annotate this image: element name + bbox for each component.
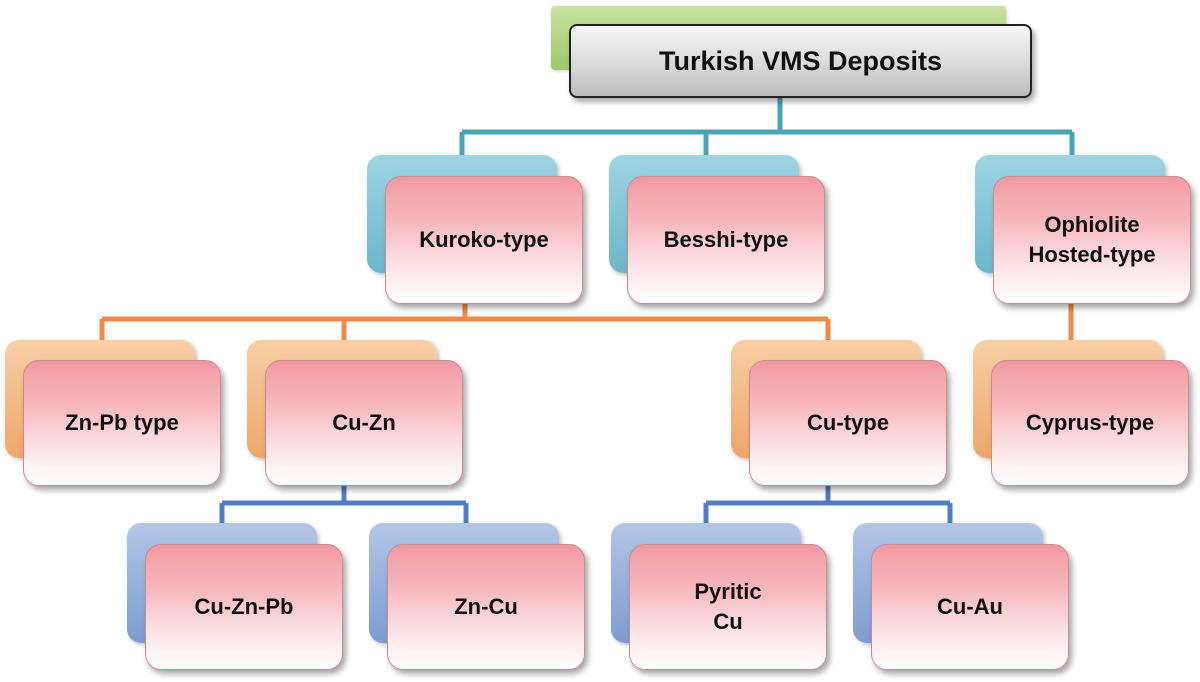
node-label-line2: Cu bbox=[713, 609, 743, 634]
node-label: Kuroko-type bbox=[419, 227, 549, 253]
node-label: Zn-Pb type bbox=[65, 410, 179, 436]
node-cu-au: Cu-Au bbox=[871, 544, 1069, 670]
node-cu-zn-pb: Cu-Zn-Pb bbox=[145, 544, 343, 670]
root-node-label: Turkish VMS Deposits bbox=[658, 45, 943, 76]
node-pyritic-cu: Pyritic Cu bbox=[629, 544, 827, 670]
node-label: Zn-Cu bbox=[454, 594, 518, 620]
node-zn-pb-type: Zn-Pb type bbox=[23, 360, 221, 486]
node-label-line1: Ophiolite bbox=[1044, 212, 1140, 238]
node-cu-type: Cu-type bbox=[749, 360, 947, 486]
node-cu-zn: Cu-Zn bbox=[265, 360, 463, 486]
node-label: Cu-Zn-Pb bbox=[194, 594, 294, 620]
node-zn-cu: Zn-Cu bbox=[387, 544, 585, 670]
node-label: Cu-Zn bbox=[332, 410, 396, 436]
node-cyprus-type: Cyprus-type bbox=[991, 360, 1189, 486]
node-label: Cu-Au bbox=[937, 594, 1003, 620]
node-label: Cu-type bbox=[807, 410, 889, 436]
node-besshi-type: Besshi-type bbox=[627, 176, 825, 304]
node-label: Cyprus-type bbox=[1025, 410, 1155, 436]
node-label-line2: Hosted-type bbox=[1028, 242, 1156, 267]
root-node-title: Turkish VMS Deposits bbox=[569, 24, 1032, 98]
node-ophiolite-hosted-type: Ophiolite Hosted-type bbox=[993, 176, 1191, 304]
node-kuroko-type: Kuroko-type bbox=[385, 176, 583, 304]
node-label-line1: Pyritic bbox=[694, 579, 762, 605]
node-label: Besshi-type bbox=[663, 227, 789, 253]
